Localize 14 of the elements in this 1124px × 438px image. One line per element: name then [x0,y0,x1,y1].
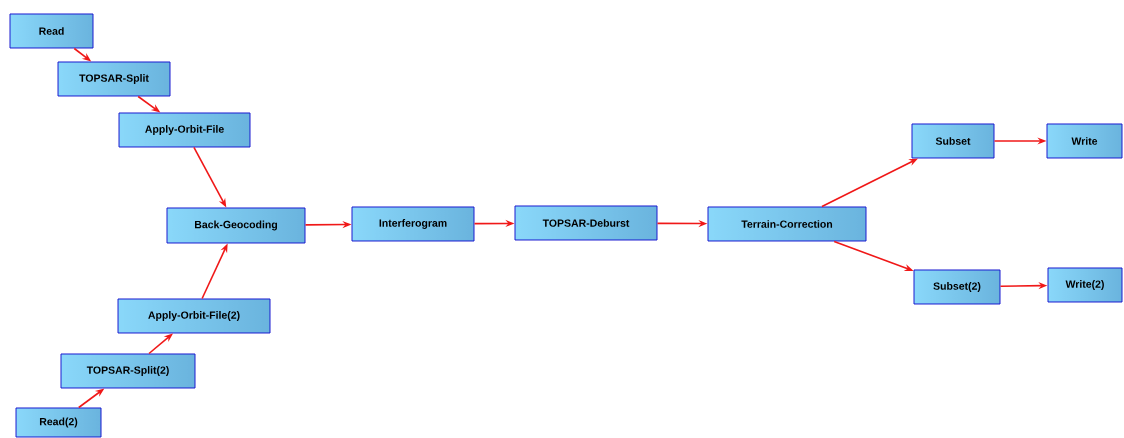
process-box: TOPSAR-Split [57,61,171,97]
process-box: Interferogram [351,206,475,242]
process-box: Back-Geocoding [166,207,306,244]
process-box: Subset [911,123,995,159]
process-box: Subset(2) [913,269,1001,305]
process-box: TOPSAR-Deburst [514,205,658,241]
process-box: Write [1046,123,1123,159]
process-box: Read(2) [15,407,102,438]
process-box: Write(2) [1047,267,1123,303]
process-box: TOPSAR-Split(2) [60,353,196,389]
process-box: Apply-Orbit-File [118,112,251,148]
process-box: Apply-Orbit-File(2) [117,298,271,334]
process-box: Terrain-Correction [707,206,867,242]
process-box: Read [9,13,94,49]
